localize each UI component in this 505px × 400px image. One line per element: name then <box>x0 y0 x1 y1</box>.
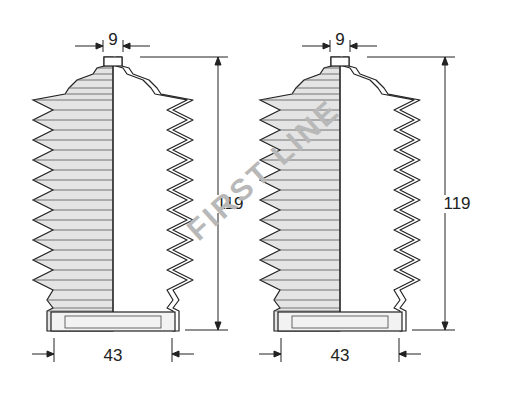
rib-line <box>33 160 113 161</box>
rib-line <box>33 260 113 261</box>
rib-line <box>280 270 340 271</box>
rib-line <box>280 230 340 231</box>
boot-collar <box>51 312 175 331</box>
dimension-value: 43 <box>329 347 352 365</box>
rib-line <box>292 94 340 95</box>
rib-line <box>53 230 113 231</box>
center-line <box>340 57 341 331</box>
rib-line <box>93 74 113 75</box>
rib-line <box>53 170 113 171</box>
rib-line <box>53 130 113 131</box>
rib-line <box>280 290 340 291</box>
collar-groove <box>65 316 161 328</box>
rib-line <box>296 88 340 89</box>
dimension-lines <box>32 40 455 362</box>
rib-line <box>53 110 113 111</box>
rib-line <box>33 280 113 281</box>
rib-line <box>260 200 340 201</box>
rib-line <box>33 120 113 121</box>
boot-section-wall <box>116 57 193 331</box>
rib-line <box>33 200 113 201</box>
steering-boot <box>33 57 193 331</box>
boot-collar <box>278 312 402 331</box>
dimension-value: 43 <box>102 347 125 365</box>
rib-line <box>33 100 113 101</box>
rib-line <box>77 80 113 81</box>
dimension-value: 9 <box>333 31 346 49</box>
rib-line <box>69 88 113 89</box>
rib-line <box>324 68 340 69</box>
rib-line <box>33 240 113 241</box>
rib-line <box>260 240 340 241</box>
rib-line <box>320 74 340 75</box>
boot-section-wall <box>343 57 420 331</box>
rib-line <box>65 94 113 95</box>
rib-line <box>53 308 113 309</box>
rib-line <box>97 68 113 69</box>
boot-exterior <box>33 57 113 331</box>
rib-line <box>260 220 340 221</box>
rib-line <box>53 270 113 271</box>
rib-line <box>53 250 113 251</box>
rib-line <box>280 190 340 191</box>
rib-line <box>274 311 340 312</box>
rib-line <box>304 80 340 81</box>
rib-line <box>53 190 113 191</box>
rib-line <box>280 210 340 211</box>
collar-groove <box>292 316 388 328</box>
dimension-value: 119 <box>441 195 472 213</box>
rib-line <box>280 250 340 251</box>
dimension-value: 9 <box>106 31 119 49</box>
boot-neck <box>331 57 349 66</box>
boot-neck <box>104 57 122 66</box>
rib-line <box>274 300 340 301</box>
rib-line <box>260 280 340 281</box>
steering-boot <box>260 57 420 331</box>
rib-line <box>33 220 113 221</box>
rib-line <box>53 210 113 211</box>
rib-line <box>280 308 340 309</box>
rib-line <box>47 300 113 301</box>
rib-line <box>260 260 340 261</box>
rib-line <box>47 311 113 312</box>
rib-line <box>53 150 113 151</box>
rib-line <box>53 290 113 291</box>
rib-line <box>33 180 113 181</box>
rib-line <box>33 140 113 141</box>
center-line <box>113 57 114 331</box>
